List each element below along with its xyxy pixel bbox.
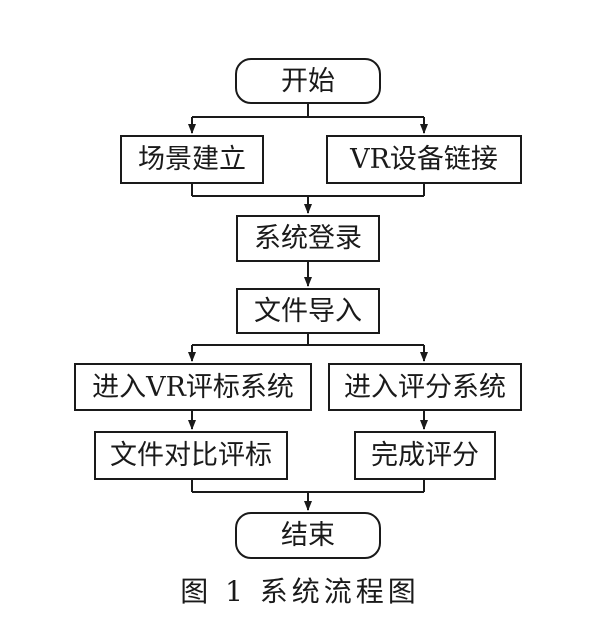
system-login-node: 系统登录 (236, 215, 380, 262)
enter-scoring-node: 进入评分系统 (328, 363, 522, 411)
vr-device-link-node: VR设备链接 (326, 135, 522, 184)
enter-scoring-label: 进入评分系统 (344, 371, 506, 403)
file-import-label: 文件导入 (254, 295, 362, 327)
file-compare-eval-label: 文件对比评标 (110, 440, 272, 471)
start-node: 开始 (235, 58, 381, 104)
end-label: 结束 (281, 520, 335, 551)
end-node: 结束 (235, 512, 381, 559)
finish-scoring-label: 完成评分 (371, 440, 479, 471)
start-label: 开始 (281, 65, 335, 97)
finish-scoring-node: 完成评分 (354, 431, 496, 480)
scene-setup-node: 场景建立 (120, 135, 264, 184)
figure-caption: 图 1 系统流程图 (180, 575, 420, 608)
file-compare-eval-node: 文件对比评标 (94, 431, 288, 480)
system-login-label: 系统登录 (254, 223, 362, 254)
vr-device-link-label: VR设备链接 (350, 144, 498, 175)
enter-vr-bid-eval-label: 进入VR评标系统 (92, 371, 294, 403)
scene-setup-label: 场景建立 (138, 144, 246, 175)
enter-vr-bid-eval-node: 进入VR评标系统 (74, 363, 312, 411)
file-import-node: 文件导入 (236, 288, 380, 334)
